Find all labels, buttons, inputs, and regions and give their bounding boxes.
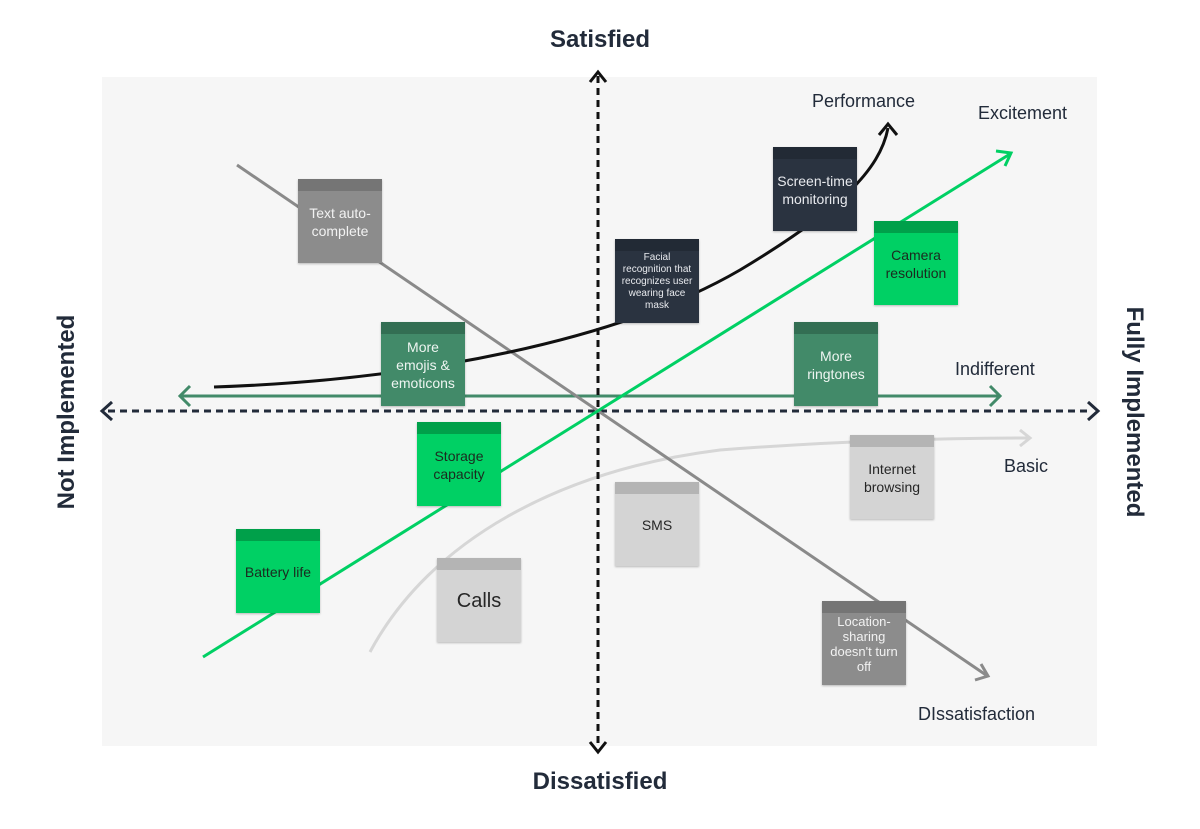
axis-top-arrowhead (588, 69, 608, 83)
note-text: Battery life (244, 564, 312, 580)
note-text: Internet browsing (863, 461, 921, 495)
performance-arrowhead (877, 121, 899, 136)
sticky-note-facial-recognition[interactable]: Facial recognition that recognizes user … (615, 239, 699, 323)
sticky-note-screen-time[interactable]: Screen-time monitoring (773, 147, 857, 231)
note-text: Calls (456, 590, 502, 612)
basic-arrowhead (1019, 428, 1033, 448)
indifferent-left-arrowhead (177, 384, 192, 408)
sticky-note-more-emojis[interactable]: More emojis & emoticons (381, 322, 465, 406)
curve-label-dissatisfaction: DIssatisfaction (918, 704, 1036, 724)
note-header (298, 179, 382, 191)
sticky-note-calls[interactable]: Calls (437, 558, 521, 642)
sticky-note-location-sharing[interactable]: Location-sharing doesn't turn off (822, 601, 906, 685)
sticky-note-internet-browsing[interactable]: Internet browsing (850, 435, 934, 519)
note-text: More emojis & emoticons (391, 339, 455, 391)
note-text: Facial recognition that recognizes user … (621, 252, 693, 311)
note-text: Camera resolution (885, 247, 947, 281)
sticky-note-battery-life[interactable]: Battery life (236, 529, 320, 613)
note-text: Location-sharing doesn't turn off (830, 614, 898, 674)
note-text: Screen-time monitoring (777, 173, 853, 207)
note-header (874, 221, 958, 233)
axis-right-arrowhead (1086, 400, 1101, 422)
note-text: SMS (641, 517, 673, 533)
note-header (615, 239, 699, 251)
note-header (236, 529, 320, 541)
sticky-note-sms[interactable]: SMS (615, 482, 699, 566)
note-text: More ringtones (807, 348, 865, 382)
dissatisfaction-arrowhead (974, 663, 991, 682)
curve-label-excitement: Excitement (978, 103, 1068, 123)
axis-title-fully-implemented: Fully Implemented (1121, 306, 1148, 518)
curve-label-basic: Basic (1004, 456, 1049, 476)
note-header (773, 147, 857, 159)
note-header (615, 482, 699, 494)
note-text: Text auto-complete (309, 205, 371, 239)
note-header (381, 322, 465, 334)
note-header (437, 558, 521, 570)
axis-title-satisfied: Satisfied (549, 26, 651, 53)
axis-bottom-arrowhead (588, 741, 608, 755)
curve-label-indifferent: Indifferent (955, 359, 1035, 379)
curve-label-performance: Performance (812, 91, 916, 111)
note-header (822, 601, 906, 613)
note-text: Storage capacity (433, 448, 485, 482)
axis-title-dissatisfied: Dissatisfied (532, 768, 668, 795)
axis-left-arrowhead (99, 400, 114, 422)
axis-title-not-implemented: Not Implemented (53, 314, 80, 510)
indifferent-right-arrowhead (988, 384, 1003, 408)
sticky-note-camera-resolution[interactable]: Camera resolution (874, 221, 958, 305)
sticky-note-more-ringtones[interactable]: More ringtones (794, 322, 878, 406)
note-header (794, 322, 878, 334)
sticky-note-text-autocomplete[interactable]: Text auto-complete (298, 179, 382, 263)
note-header (417, 422, 501, 434)
note-header (850, 435, 934, 447)
excitement-arrowhead (995, 149, 1014, 167)
sticky-note-storage-capacity[interactable]: Storage capacity (417, 422, 501, 506)
